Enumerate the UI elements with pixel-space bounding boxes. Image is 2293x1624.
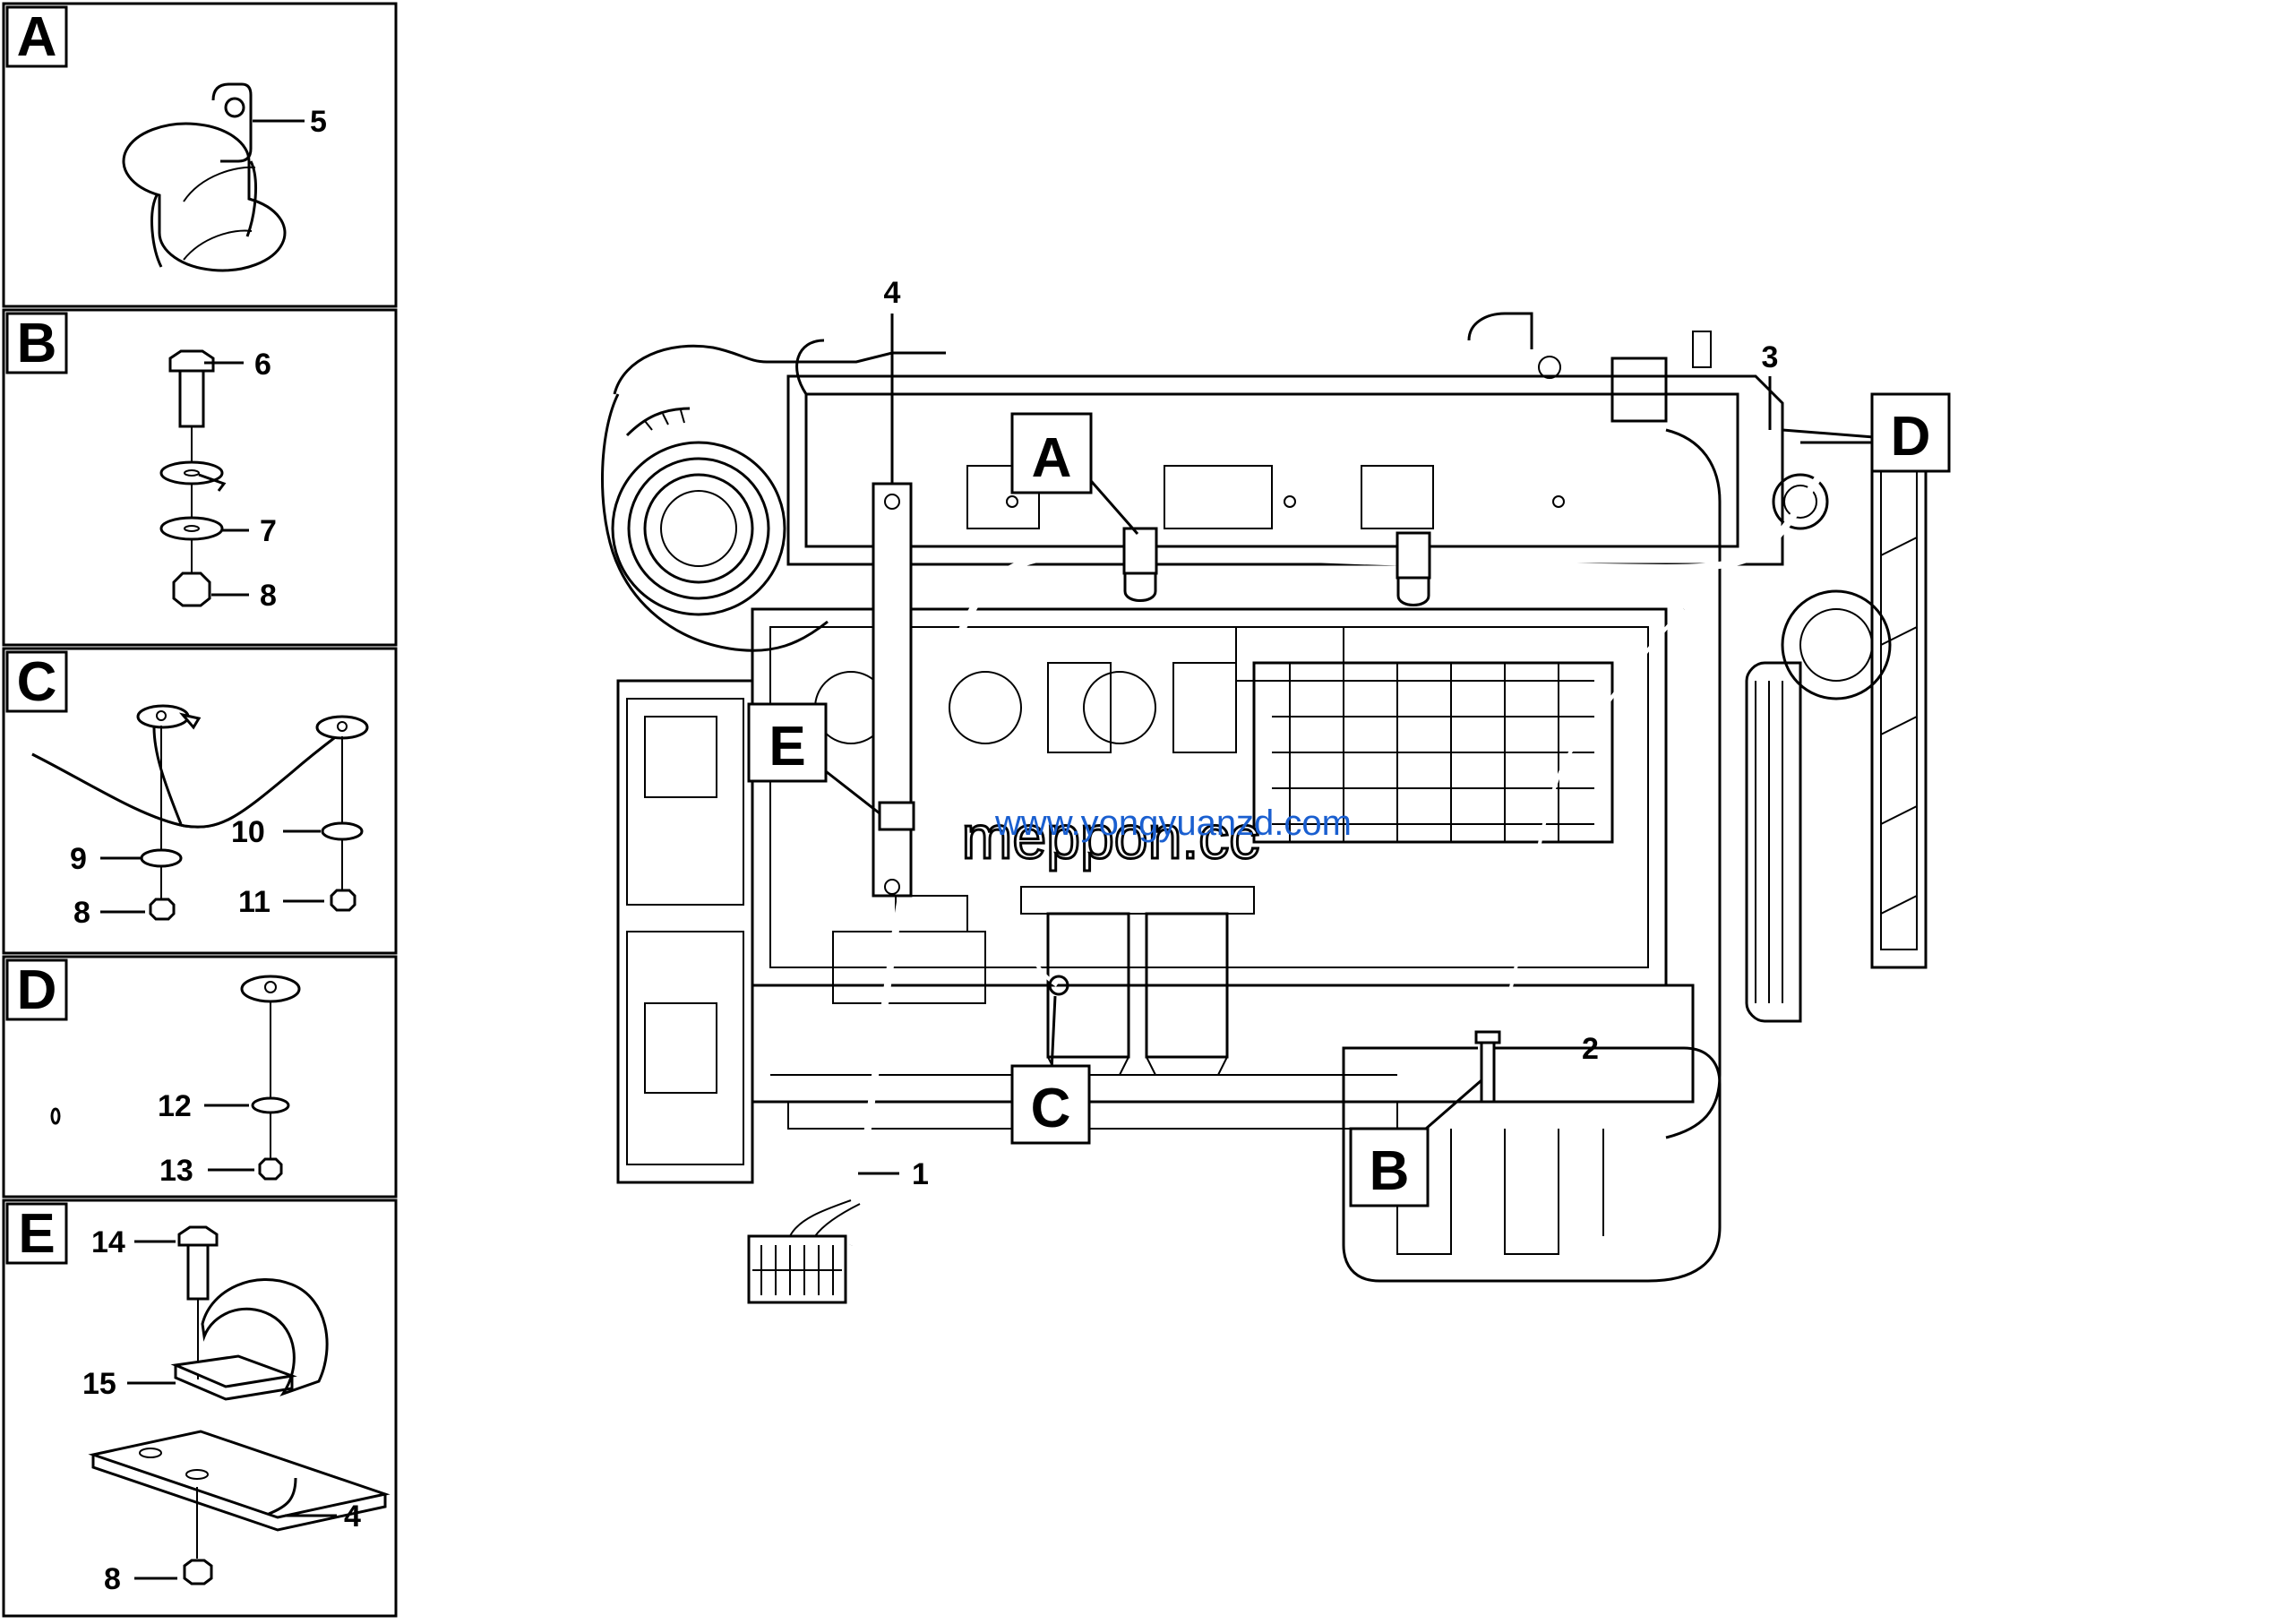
callout-9: 9 xyxy=(70,842,87,876)
callout-10: 10 xyxy=(231,815,265,849)
main-callouts: 4 3 2 1 xyxy=(858,276,1778,1191)
detail-panel-d: D 12 13 xyxy=(2,955,398,1199)
panel-e-letter: E xyxy=(18,1203,55,1265)
detail-panel-b: B 6 7 8 xyxy=(2,308,398,647)
callout-15: 15 xyxy=(82,1367,116,1401)
engine-drawing xyxy=(601,312,1928,1283)
svg-text:A: A xyxy=(1032,427,1072,489)
cable-lug-drawing xyxy=(50,975,301,1181)
svg-text:E: E xyxy=(769,716,805,778)
bolt-drawing xyxy=(159,349,227,607)
panel-b-letter: B xyxy=(17,313,57,374)
marker-e: E xyxy=(747,702,880,815)
panel-c-letter: C xyxy=(17,651,57,713)
watermark: meppon.cc www.yongyuanzd.com xyxy=(960,803,1352,873)
callout-6: 6 xyxy=(254,348,271,382)
detail-panel-e: E 14 15 4 8 xyxy=(2,1199,398,1618)
callout-8-e: 8 xyxy=(104,1562,121,1596)
svg-text:C: C xyxy=(1031,1078,1071,1139)
callout-4-main: 4 xyxy=(884,276,901,310)
callout-4-e: 4 xyxy=(344,1499,361,1534)
hose-clamp-drawing xyxy=(122,82,287,272)
wiring-harness xyxy=(747,423,1884,1304)
callout-11: 11 xyxy=(238,885,271,919)
svg-text:B: B xyxy=(1370,1140,1410,1202)
marker-d: D xyxy=(1782,392,1951,473)
watermark-url: www.yongyuanzd.com xyxy=(994,803,1352,843)
svg-text:D: D xyxy=(1891,406,1931,468)
callout-8-c: 8 xyxy=(73,896,90,930)
panel-d-letter: D xyxy=(17,959,57,1021)
callout-1: 1 xyxy=(912,1157,929,1191)
callout-13: 13 xyxy=(159,1154,193,1188)
panel-a-letter: A xyxy=(17,6,57,68)
watermark-brand: meppon.cc xyxy=(962,803,1260,872)
callout-5: 5 xyxy=(310,105,327,139)
callout-3: 3 xyxy=(1762,340,1779,374)
detail-panel-a: A 5 xyxy=(2,2,398,308)
ground-cable-drawing xyxy=(31,704,369,921)
p-clip-bracket-drawing xyxy=(88,1225,391,1585)
callout-8-b: 8 xyxy=(260,579,277,613)
callout-14: 14 xyxy=(91,1225,125,1259)
marker-b: B xyxy=(1349,1078,1482,1207)
callout-12: 12 xyxy=(158,1089,192,1123)
detail-panel-c: C 10 9 11 8 xyxy=(2,647,398,955)
marker-a: A xyxy=(1010,412,1139,535)
marker-c: C xyxy=(1010,995,1091,1145)
callout-2: 2 xyxy=(1582,1032,1599,1066)
callout-7: 7 xyxy=(260,514,277,548)
